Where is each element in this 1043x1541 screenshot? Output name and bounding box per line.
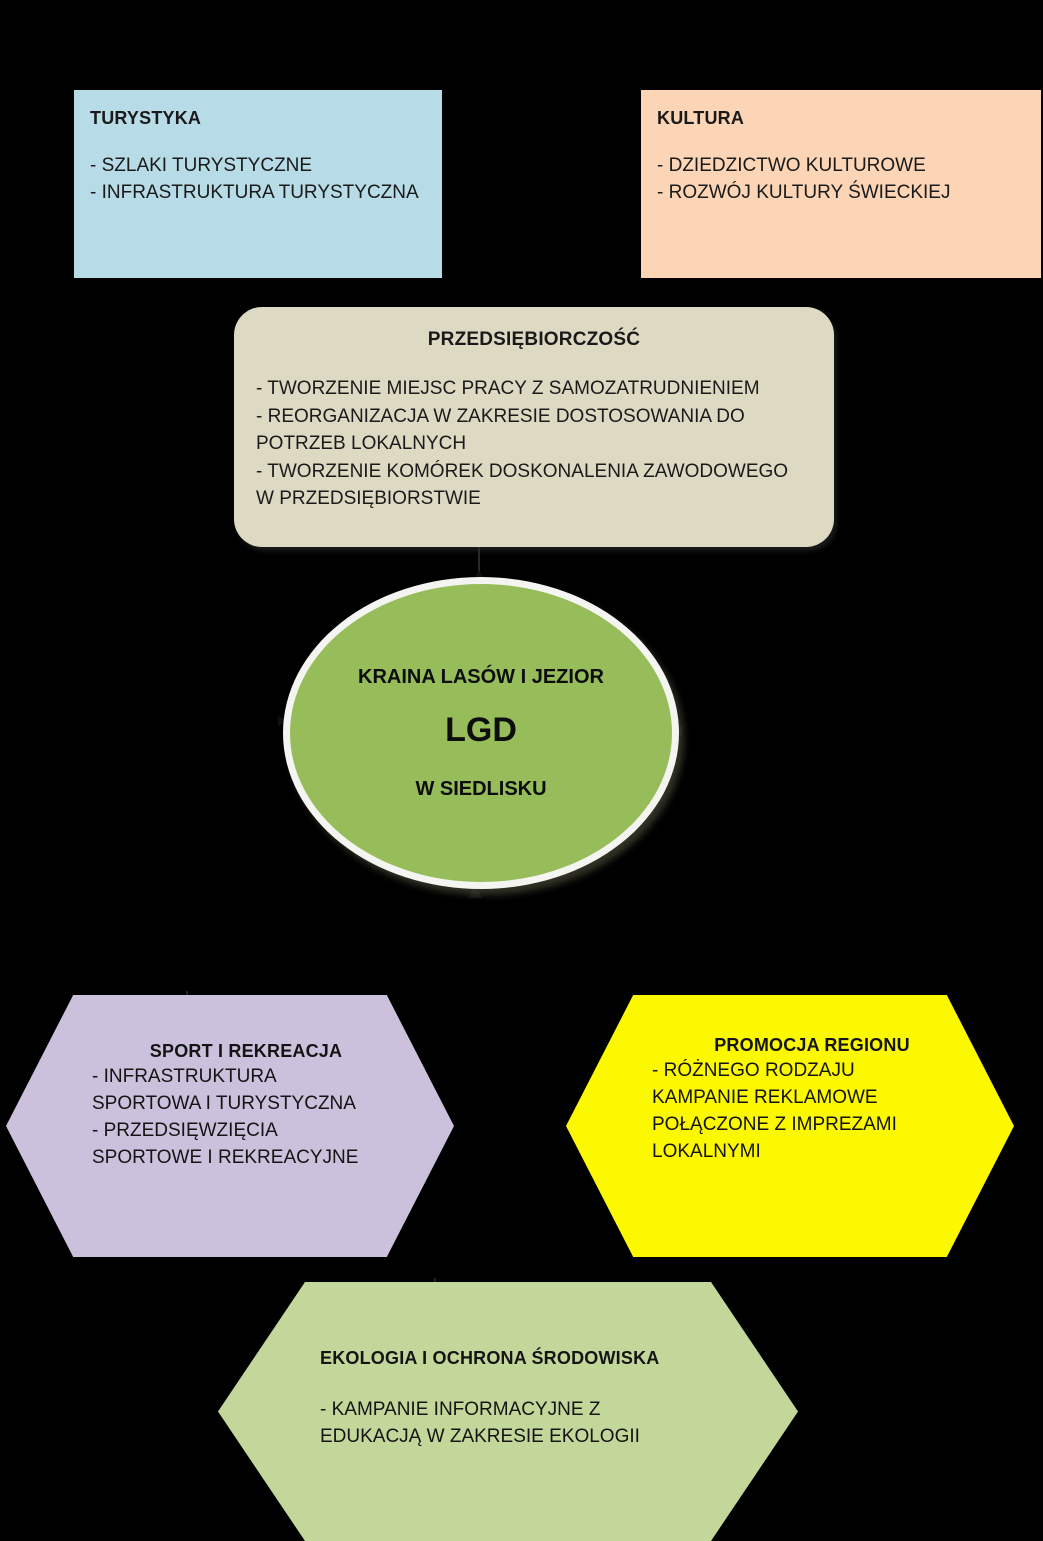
node-promotion-title: PROMOCJA REGIONU <box>714 1035 910 1055</box>
node-sport-body: - INFRASTRUKTURA SPORTOWA I TURYSTYCZNA … <box>92 1066 359 1168</box>
node-promotion-body: - RÓŻNEGO RODZAJU KAMPANIE REKLAMOWE POŁ… <box>652 1060 897 1162</box>
node-sport[interactable]: SPORT I REKREACJA - INFRASTRUKTURA SPORT… <box>6 995 454 1257</box>
node-ecology-title: EKOLOGIA I OCHRONA ŚRODOWISKA <box>320 1348 660 1368</box>
node-culture[interactable]: KULTURA - DZIEDZICTWO KULTUROWE - ROZWÓJ… <box>641 90 1041 278</box>
node-tourism-title: TURYSTYKA <box>90 108 202 128</box>
node-ecology-body: - KAMPANIE INFORMACYJNE Z EDUKACJĄ W ZAK… <box>320 1399 640 1447</box>
node-culture-title: KULTURA <box>657 108 745 128</box>
arrowhead-down-icon <box>474 570 484 579</box>
node-tourism[interactable]: TURYSTYKA - SZLAKI TURYSTYCZNE - INFRAST… <box>74 90 442 278</box>
node-promotion[interactable]: PROMOCJA REGIONU - RÓŻNEGO RODZAJU KAMPA… <box>566 995 1014 1257</box>
node-ecology-content: EKOLOGIA I OCHRONA ŚRODOWISKA - KAMPANIE… <box>218 1282 798 1451</box>
node-sport-title: SPORT I REKREACJA <box>149 1041 343 1061</box>
connector-enterprise-to-core <box>478 547 480 577</box>
node-culture-body: - DZIEDZICTWO KULTUROWE - ROZWÓJ KULTURY… <box>657 155 951 203</box>
node-core-lgd[interactable]: KRAINA LASÓW I JEZIOR LGD W SIEDLISKU <box>283 577 679 889</box>
core-line-1: KRAINA LASÓW I JEZIOR <box>358 665 604 688</box>
node-enterprise-title: PRZEDSIĘBIORCZOŚĆ <box>427 329 641 350</box>
node-promotion-content: PROMOCJA REGIONU - RÓŻNEGO RODZAJU KAMPA… <box>566 995 1014 1166</box>
node-tourism-body: - SZLAKI TURYSTYCZNE - INFRASTRUKTURA TU… <box>90 155 419 203</box>
node-enterprise-body: - TWORZENIE MIEJSC PRACY Z SAMOZATRUDNIE… <box>256 378 789 510</box>
node-enterprise[interactable]: PRZEDSIĘBIORCZOŚĆ - TWORZENIE MIEJSC PRA… <box>234 307 834 547</box>
node-ecology[interactable]: EKOLOGIA I OCHRONA ŚRODOWISKA - KAMPANIE… <box>218 1282 798 1541</box>
core-line-3: W SIEDLISKU <box>415 777 547 800</box>
node-sport-content: SPORT I REKREACJA - INFRASTRUKTURA SPORT… <box>6 995 454 1172</box>
core-line-2: LGD <box>445 710 517 749</box>
